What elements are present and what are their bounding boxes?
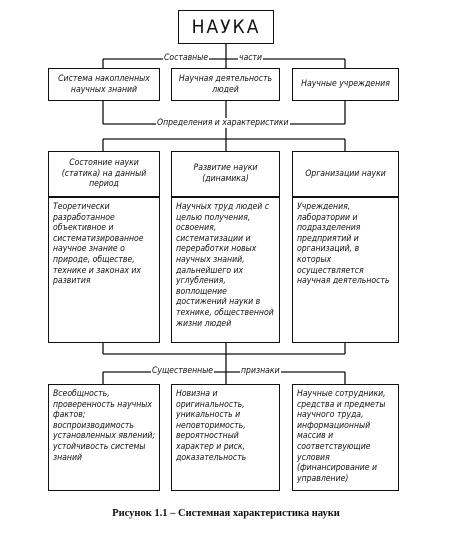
label-features-left: Существенные: [151, 366, 215, 376]
label-components-left: Составные: [163, 53, 210, 63]
feature-dynamics: Новизна и оригинальность, уникальность и…: [171, 384, 280, 491]
header-organization: Организации науки: [292, 151, 399, 197]
header-statics: Состояние науки (статика) на данный пери…: [48, 151, 160, 197]
node-scientific-activity: Научная деятельность людей: [171, 68, 280, 101]
label-components-right: части: [238, 53, 264, 63]
definition-dynamics: Научных труд людей с целью получения, ос…: [171, 197, 280, 343]
node-scientific-institutions: Научные учреждения: [292, 68, 399, 101]
feature-organization: Научные сотрудники, средства и предметы …: [292, 384, 399, 491]
node-knowledge-system: Система накопленных научных знаний: [48, 68, 160, 101]
definition-organization: Учреждения, лаборатории и подразделения …: [292, 197, 399, 343]
label-definitions: Определения и характеристики: [156, 118, 290, 128]
feature-statics: Всеобщность, проверенность научных факто…: [48, 384, 160, 491]
definition-statics: Теоретически разработанное объективное и…: [48, 197, 160, 343]
figure-caption: Рисунок 1.1 – Системная характеристика н…: [112, 508, 340, 519]
header-dynamics: Развитие науки (динамика): [171, 151, 280, 197]
label-features-right: признаки: [240, 366, 281, 376]
diagram-title: НАУКА: [178, 10, 274, 44]
